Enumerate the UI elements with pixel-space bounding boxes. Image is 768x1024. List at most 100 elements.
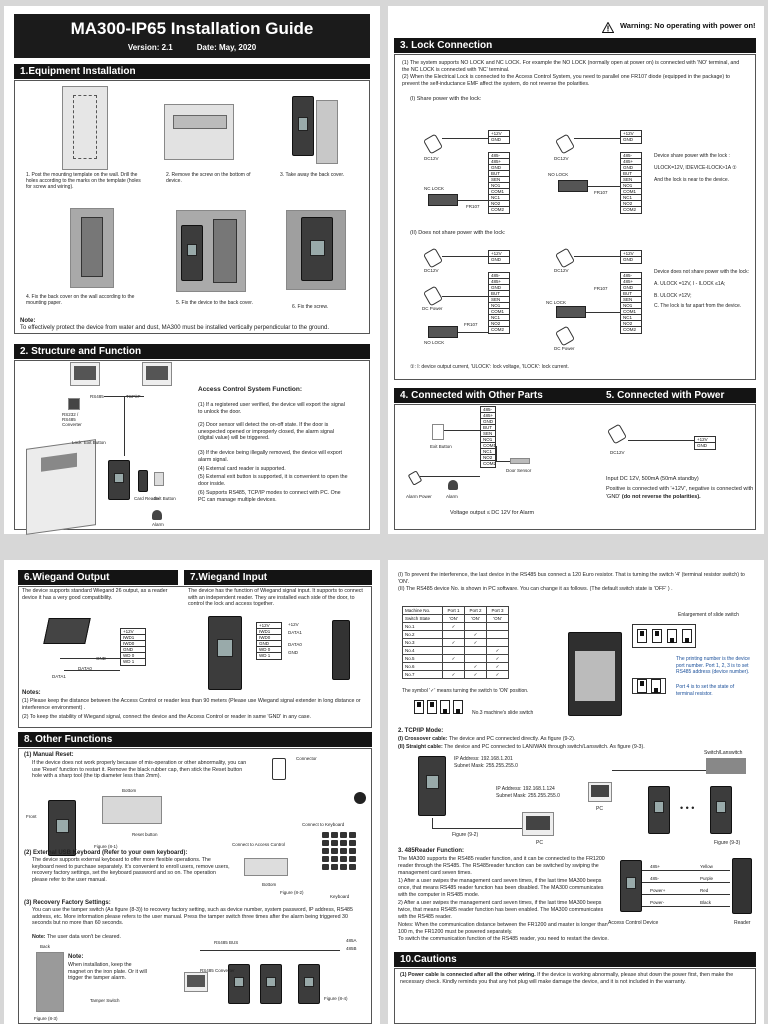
tcp-device-3	[710, 786, 732, 834]
wire-line	[642, 894, 730, 895]
keyboard-label: Keyboard	[330, 894, 350, 899]
wire-line	[200, 950, 340, 951]
step5-text: 5. Fix the device to the back cover.	[176, 300, 253, 306]
manual-reset-title: (1) Manual Reset:	[24, 752, 74, 758]
exit-label: Exit Button	[84, 440, 106, 445]
straight-text: (II) Straight cable: The device and PC c…	[398, 744, 645, 750]
install-note-text: To effectively protect the device from w…	[20, 325, 330, 331]
table-row: Switch State'ON''ON''ON'	[402, 614, 509, 623]
fig81-caption: Figure (8-1)	[94, 844, 118, 849]
no-lock-label-b: NO LOCK	[548, 172, 569, 177]
fr107-label-c: FR107	[464, 322, 478, 327]
wire-line	[642, 870, 730, 871]
printing-number-note: The printing number is the device port n…	[676, 656, 750, 675]
wire-line	[496, 446, 497, 462]
wire-485minus: 485-	[650, 876, 660, 881]
section-equipment-installation: 1.Equipment Installation	[14, 64, 370, 79]
warning-text: Warning: No operating with power on!	[620, 21, 756, 30]
section-wiegand-output: 6.Wiegand Output	[18, 570, 178, 585]
tamper-note-text: When installation, keep the magnet on th…	[68, 962, 147, 982]
no-lock-icon	[558, 180, 588, 192]
wire-line	[642, 882, 730, 883]
table-row: No.3✓✓	[402, 638, 509, 647]
fr107-label-a: FR107	[466, 204, 480, 209]
wiegand-in-data1: DATA1	[288, 630, 302, 635]
wiegand-out-text: The device supports standard Wiegand 26 …	[22, 588, 168, 601]
alarm-icon	[152, 510, 162, 520]
wiegand-controller-box	[43, 618, 91, 644]
rs485-para-ii: (II) The RS485 device No. is shown in PC…	[398, 586, 673, 592]
pc-icon-92	[522, 812, 554, 836]
cond2-b: B. ULOCK ≠12V;	[654, 293, 692, 299]
color-black: Black	[700, 900, 712, 905]
fig93-caption: Figure (9-3)	[714, 840, 741, 846]
fix-screw-image	[286, 210, 346, 290]
bus-device-3	[298, 964, 320, 1004]
wire-line	[458, 200, 488, 201]
remove-screw-image	[164, 104, 234, 160]
rs485-para-i: (I) To prevent the interference, the las…	[398, 572, 745, 585]
table-row: No.5✓✓	[402, 654, 509, 663]
lock-label: Lock	[72, 440, 82, 445]
table-row: No.2✓	[402, 630, 509, 639]
recovery-text: You can use the tamper switch (As figure…	[32, 907, 353, 927]
wire-line	[124, 396, 125, 456]
wire-line	[496, 461, 510, 462]
enlargement-label: Enlargement of slide switch	[678, 612, 739, 618]
function-item-2: (2) Door sensor will detect the on-off s…	[198, 422, 335, 442]
rs485-converter-label: RS485 Converter	[200, 968, 235, 973]
door-sensor-label: Door Sensor	[506, 468, 532, 473]
reader485-p3: 2) After a user swipes the management ca…	[398, 900, 604, 920]
cond2-title: Device does not share power with the loc…	[654, 269, 750, 275]
fr107-label-b: FR107	[594, 190, 608, 195]
lock-footnote: ①: I: device output current, 'ULOCK': lo…	[410, 364, 569, 370]
step2-text: 2. Remove the screw on the bottom of dev…	[166, 172, 251, 184]
section-structure-function: 2. Structure and Function	[14, 344, 370, 359]
nc-lock-icon	[556, 306, 586, 318]
cond1-a: ULOCK=12V, IDEVICE-ILOCK>1A ①	[654, 165, 737, 171]
converter-icon	[68, 398, 80, 410]
slide-switch-small	[414, 700, 470, 716]
cond1-b: And the lock is near to the device.	[654, 177, 730, 183]
slide-switch-enlarged	[632, 624, 696, 648]
table-row: No.1✓	[402, 622, 509, 631]
no-share-heading: (II) Does not share power with the lock:	[410, 230, 506, 236]
exit-button-box-icon	[432, 424, 444, 440]
table-row: No.4✓	[402, 646, 509, 655]
no-lock-label-c: NO LOCK	[424, 340, 445, 345]
pc-right-icon	[142, 362, 172, 386]
pc-label-93: PC	[596, 806, 603, 812]
power-note-text: Positive is connected with '+12V', negat…	[606, 486, 754, 500]
wiegand-in-gnd: GND	[288, 650, 298, 655]
step6-text: 6. Fix the screw.	[292, 304, 329, 310]
alarm-label-e: Alarm	[446, 494, 458, 499]
dc12v-label-b: DC12V	[554, 156, 569, 161]
lock-para-1: (1) The system supports NO LOCK and NC L…	[402, 60, 740, 73]
usb-text: The device supports external keyboard to…	[32, 857, 230, 883]
wiegand-data0-label: DATA0	[78, 666, 92, 671]
back-cover-image	[316, 100, 338, 164]
access-device-label: Access Control Device	[608, 920, 659, 926]
usb-title: (2) External USB Keyboard (Refer to your…	[24, 850, 188, 856]
reset-bottom-image	[102, 796, 162, 824]
dc12v-label-d: DC12V	[554, 268, 569, 273]
fig92-caption: Figure (9-2)	[452, 832, 479, 838]
alarm-label: Alarm	[152, 522, 164, 527]
fix-device-image	[176, 210, 246, 292]
tamper-switch-label: Tamper Switch	[90, 998, 120, 1003]
guide-title: MA300-IP65 Installation Guide	[70, 19, 314, 38]
wire-powerplus: Power+	[650, 888, 666, 893]
tcp-device-1	[418, 756, 446, 816]
function-item-3: (3) If the device being illegally remove…	[198, 450, 342, 463]
step3-text: 3. Take away the back cover.	[280, 172, 345, 178]
switch-icon	[706, 758, 746, 774]
access-control-device-image	[620, 860, 642, 912]
